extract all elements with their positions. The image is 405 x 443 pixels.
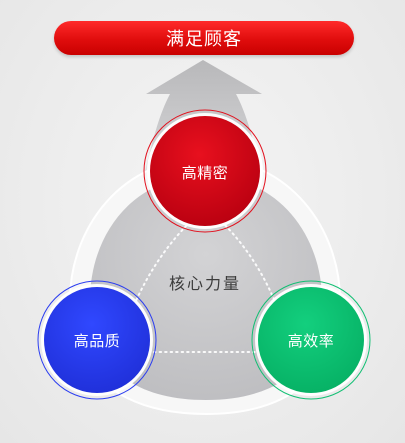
node-top-outline bbox=[143, 109, 267, 233]
node-left-outline bbox=[37, 280, 157, 400]
banner-label: 满足顾客 bbox=[166, 29, 242, 50]
node-right-outline bbox=[251, 280, 371, 400]
node-right-circle bbox=[258, 287, 364, 393]
node-high-efficiency: 高效率 bbox=[255, 285, 367, 395]
node-high-precision: 高精密 bbox=[150, 117, 260, 227]
node-high-precision-label: 高精密 bbox=[181, 163, 229, 182]
banner-satisfy-customers: 满足顾客 bbox=[54, 21, 354, 55]
node-high-quality-label: 高品质 bbox=[73, 331, 121, 350]
node-left-circle bbox=[44, 287, 150, 393]
node-high-quality: 高品质 bbox=[42, 285, 152, 395]
node-top-circle bbox=[150, 116, 260, 226]
core-strength-label: 核心力量 bbox=[168, 274, 241, 293]
node-high-efficiency-label: 高效率 bbox=[287, 331, 335, 350]
